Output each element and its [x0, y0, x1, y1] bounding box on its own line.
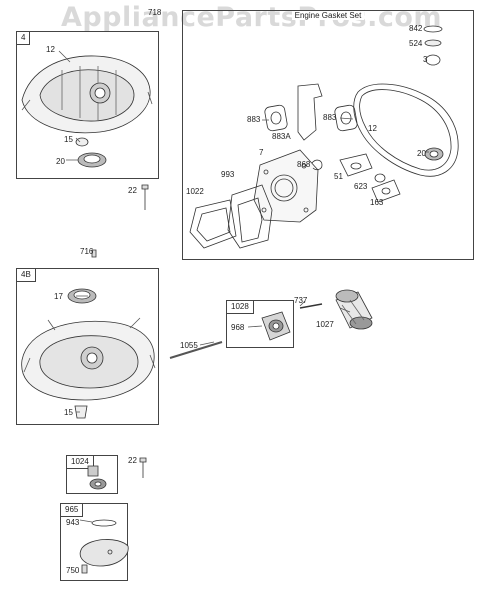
part-842: 842	[409, 24, 423, 33]
part-943: 943	[66, 518, 80, 527]
part-993: 993	[221, 170, 235, 179]
bolt-icon	[142, 185, 148, 210]
part-22-bottom: 22	[128, 456, 137, 465]
part-968: 968	[231, 323, 245, 332]
box-4b-label: 4B	[16, 268, 36, 282]
engine-gasket-set-title: Engine Gasket Set	[183, 11, 473, 21]
part-883-right: 883	[323, 113, 337, 122]
adapter-icon	[262, 312, 290, 340]
part-163: 163	[370, 198, 384, 207]
part-15-box4: 15	[64, 135, 73, 144]
box-1028: 1028	[226, 300, 294, 348]
box-1028-label: 1028	[226, 300, 254, 314]
engine-gasket-set-box: Engine Gasket Set	[182, 10, 474, 260]
box-4b: 4B	[16, 268, 159, 425]
part-1022: 1022	[186, 187, 204, 196]
part-716: 716	[80, 247, 94, 256]
oil-filter-icon	[336, 290, 372, 329]
part-1027: 1027	[316, 320, 334, 329]
part-1055: 1055	[180, 341, 198, 350]
part-12-box4: 12	[46, 45, 55, 54]
part-15-box4b: 15	[64, 408, 73, 417]
crankcase-cover-icon	[22, 56, 152, 133]
part-737: 737	[294, 296, 308, 305]
box-965-label: 965	[60, 503, 84, 517]
part-12-gasket: 12	[368, 124, 377, 133]
part-17: 17	[54, 292, 63, 301]
part-868: 868	[297, 160, 311, 169]
part-20-gasket: 20	[417, 149, 426, 158]
box-965: 965	[60, 503, 128, 581]
box-4-label: 4	[16, 31, 31, 45]
part-883A: 883A	[272, 132, 291, 141]
crankcase-4b-icon	[22, 289, 155, 418]
part-750: 750	[66, 566, 80, 575]
part-7: 7	[259, 148, 264, 157]
part-20-box4: 20	[56, 157, 65, 166]
gasket-icon	[190, 26, 458, 248]
part-883-left: 883	[247, 115, 261, 124]
part-524: 524	[409, 39, 423, 48]
oil-seal-icon	[76, 138, 106, 167]
box-1024: 1024	[66, 455, 118, 494]
box-1024-label: 1024	[66, 455, 94, 469]
part-718: 718	[148, 8, 162, 17]
box-4: 4	[16, 31, 159, 179]
watermark: AppliancePartsPros.com	[60, 2, 443, 33]
part-51: 51	[334, 172, 343, 181]
part-3: 3	[423, 55, 428, 64]
part-623: 623	[354, 182, 368, 191]
part-22-top: 22	[128, 186, 137, 195]
